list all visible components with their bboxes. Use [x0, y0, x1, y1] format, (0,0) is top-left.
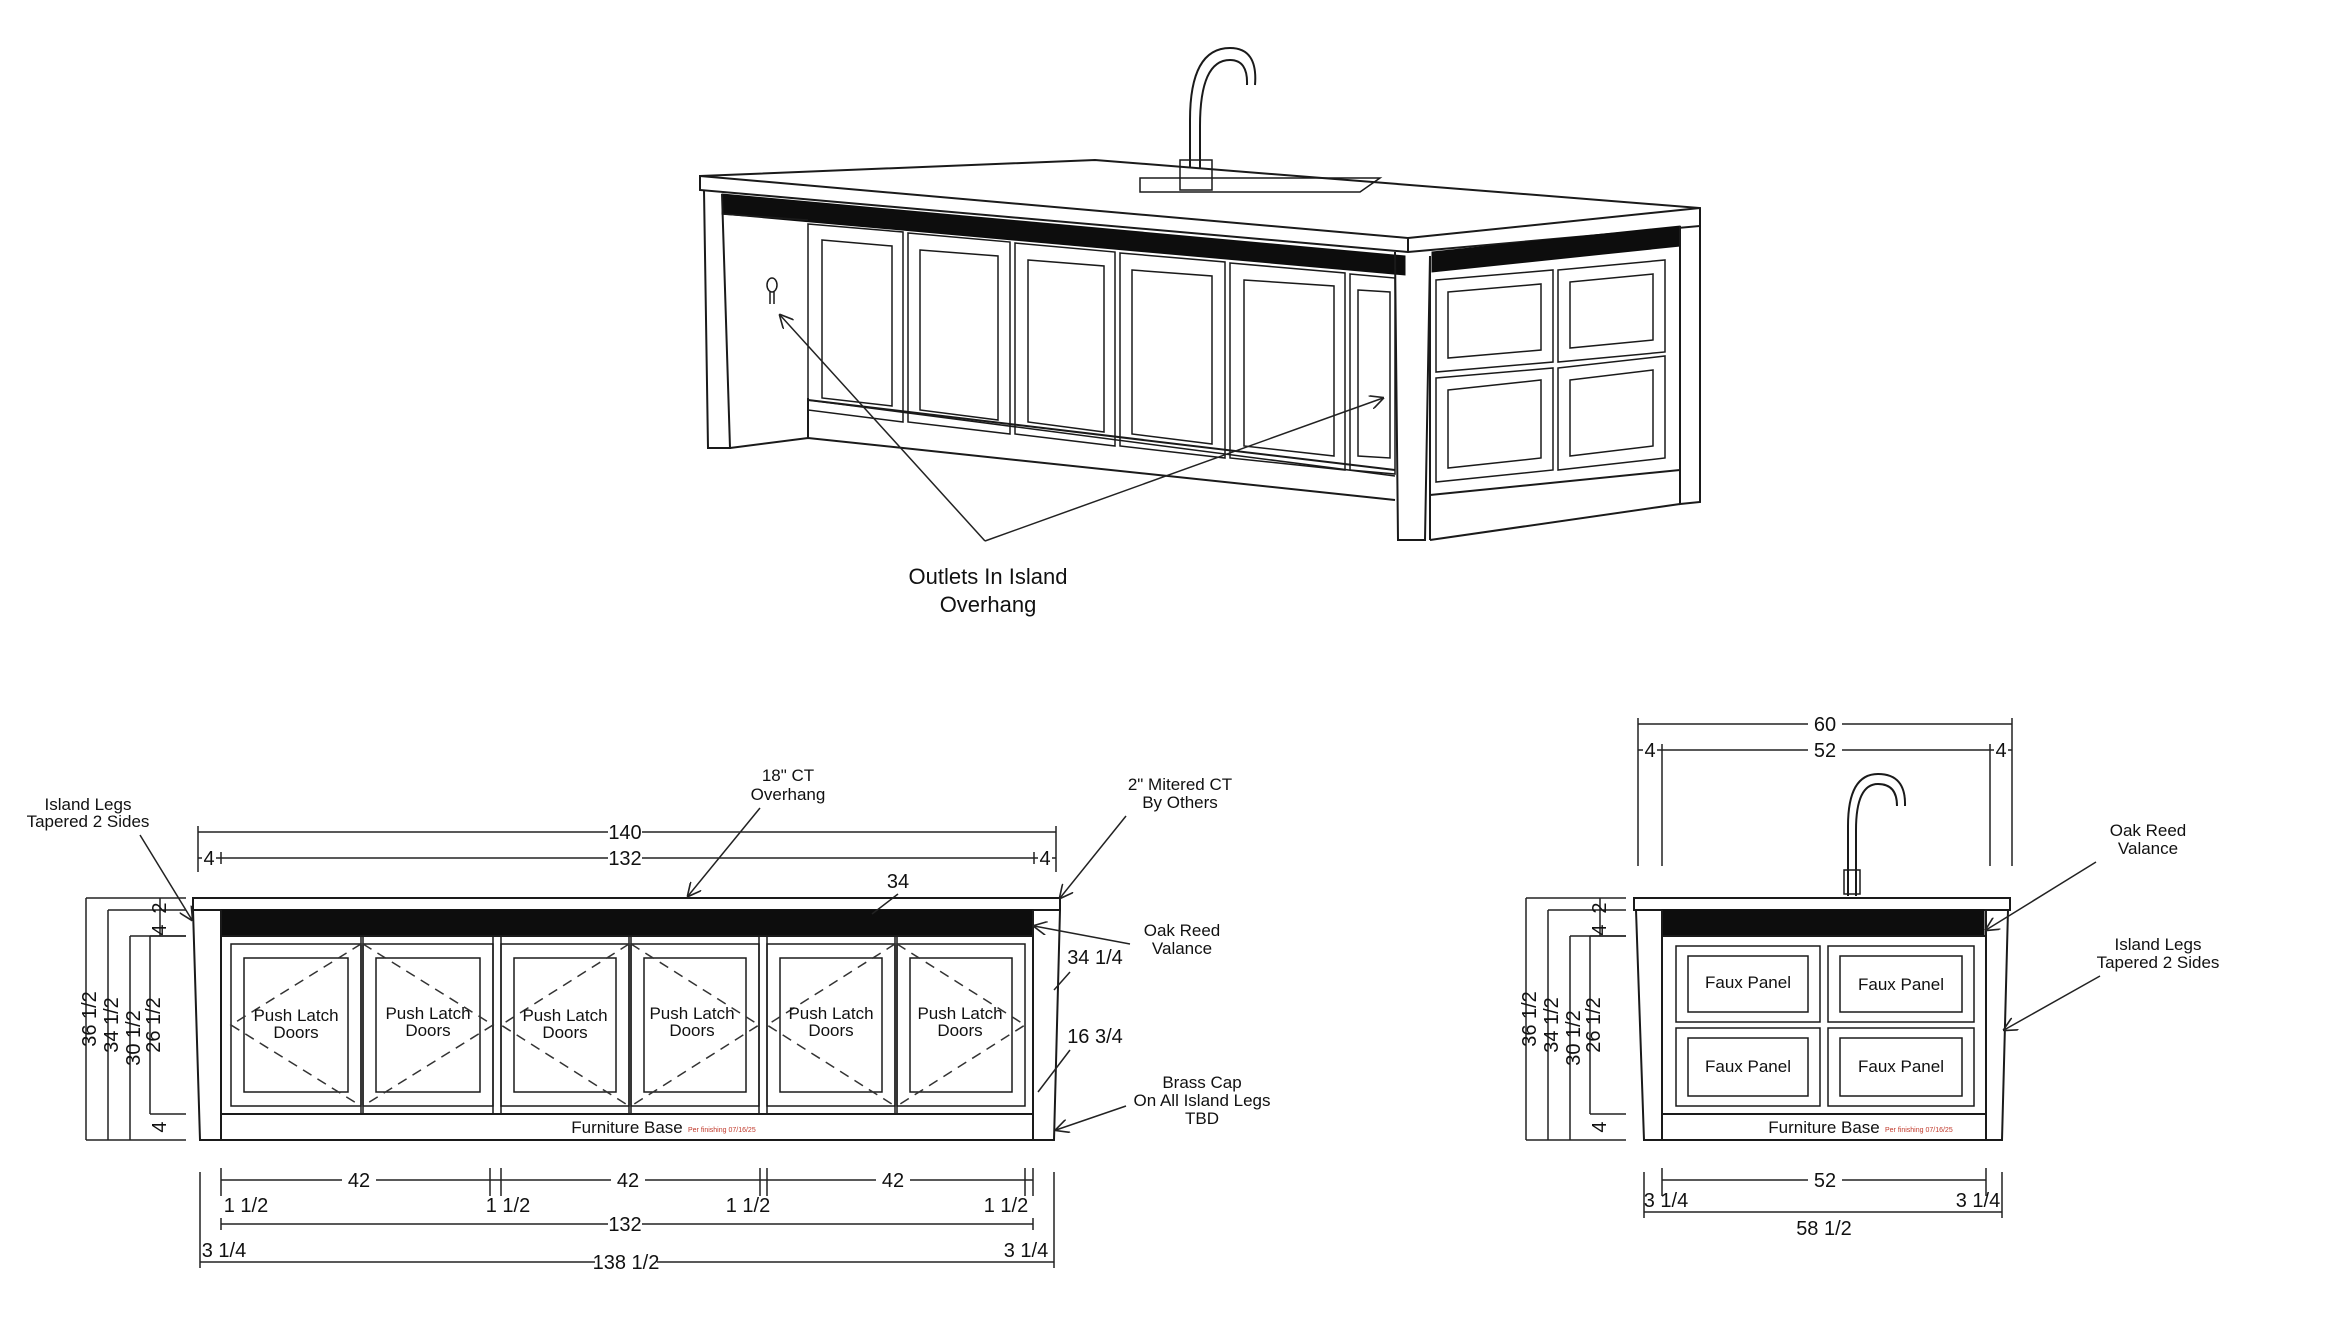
dim-side-bottom-overall: 58 1/2: [1796, 1218, 1852, 1240]
dim-front-h-a: 36 1/2: [79, 991, 101, 1047]
side-faux-panels: [1675, 945, 1975, 1107]
door-label-4: Push Latch: [649, 1004, 734, 1023]
faux-panel-label-4: Faux Panel: [1858, 1057, 1944, 1076]
door-label-6b: Doors: [937, 1021, 982, 1040]
front-valance: [220, 909, 1034, 937]
dim-bay-1: 42: [348, 1170, 370, 1192]
dim-gap-4: 1 1/2: [984, 1195, 1028, 1217]
front-countertop: [192, 897, 1061, 911]
dim-side-bottom-inner: 52: [1814, 1170, 1836, 1192]
dim-front-leg-left: 3 1/4: [202, 1240, 246, 1262]
dim-bay-3: 42: [882, 1170, 904, 1192]
side-base-label: Furniture Base: [1768, 1118, 1880, 1137]
dim-front-right-b: 16 3/4: [1067, 1026, 1123, 1048]
note-brass-1: Brass Cap: [1162, 1073, 1241, 1092]
dim-front-h-b: 34 1/2: [101, 997, 123, 1053]
note-overhang-1: 18" CT: [762, 766, 814, 785]
note-side-valance-2: Valance: [2118, 839, 2178, 858]
dim-side-h-a: 36 1/2: [1519, 991, 1541, 1047]
dim-front-depth: 34: [887, 871, 909, 893]
dim-side-h-top: 2: [1589, 902, 1611, 913]
isometric-short-side-panels: [1435, 259, 1666, 483]
dim-front-h-mid: 4: [149, 924, 171, 935]
note-front-valance-1: Oak Reed: [1144, 921, 1221, 940]
dim-side-overall-top: 60: [1814, 714, 1836, 736]
front-base-label: Furniture Base: [571, 1118, 683, 1137]
door-label-6: Push Latch: [917, 1004, 1002, 1023]
front-base-tag: Per finishing 07/16/25: [688, 1127, 756, 1134]
side-countertop: [1633, 897, 2011, 911]
dim-side-top-left: 4: [1644, 740, 1655, 762]
isometric-view: Outlets In Island Overhang: [699, 46, 1701, 617]
dim-front-top-right: 4: [1039, 848, 1050, 870]
dim-front-overall-top: 140: [608, 822, 641, 844]
faux-panel-label-3: Faux Panel: [1705, 1057, 1791, 1076]
dim-bay-2: 42: [617, 1170, 639, 1192]
door-label-2: Push Latch: [385, 1004, 470, 1023]
dim-side-h-mid: 4: [1589, 924, 1611, 935]
dim-front-h-bot: 4: [149, 1121, 171, 1132]
dim-front-inner-top: 132: [608, 848, 641, 870]
dim-front-bottom-overall: 138 1/2: [593, 1252, 660, 1274]
dim-side-top-right: 4: [1995, 740, 2006, 762]
dim-front-right-a: 34 1/4: [1067, 947, 1123, 969]
front-door-labels: Push Latch Doors Push Latch Doors Push L…: [253, 1004, 1002, 1042]
note-brass-2: On All Island Legs: [1133, 1091, 1270, 1110]
note-overhang-2: Overhang: [751, 785, 826, 804]
note-front-valance-2: Valance: [1152, 939, 1212, 958]
door-label-3b: Doors: [542, 1023, 587, 1042]
door-label-4b: Doors: [669, 1021, 714, 1040]
note-brass-3: TBD: [1185, 1109, 1219, 1128]
door-label-2b: Doors: [405, 1021, 450, 1040]
front-furniture-base: [220, 1113, 1034, 1141]
door-label-1b: Doors: [273, 1023, 318, 1042]
dim-gap-3: 1 1/2: [726, 1195, 770, 1217]
outlet-icon: [766, 277, 778, 304]
note-mitered-2: By Others: [1142, 793, 1218, 812]
sink-icon: [1139, 177, 1383, 193]
outlets-callout-line1: Outlets In Island: [909, 564, 1068, 589]
side-valance: [1661, 909, 1985, 937]
dim-side-h-bot: 4: [1589, 1121, 1611, 1132]
faux-panel-label-1: Faux Panel: [1705, 973, 1791, 992]
dim-gap-1: 1 1/2: [224, 1195, 268, 1217]
outlets-callout-line2: Overhang: [940, 592, 1037, 617]
note-side-legs-2: Tapered 2 Sides: [2097, 953, 2220, 972]
dim-front-h-d: 26 1/2: [143, 997, 165, 1053]
dim-front-bottom-inner: 132: [608, 1214, 641, 1236]
note-side-legs-1: Island Legs: [2115, 935, 2202, 954]
side-faucet-icon: [1847, 772, 1907, 896]
side-elevation: 60 52 4 4 Faux Panel Faux Panel Faux Pan…: [1519, 714, 2219, 1240]
dim-side-leg-right: 3 1/4: [1956, 1190, 2000, 1212]
side-furniture-base: [1661, 1113, 1987, 1141]
note-front-legs-2: Tapered 2 Sides: [27, 812, 150, 831]
front-elevation: 140 132 4 4: [27, 766, 1271, 1274]
dim-front-h-top: 2: [149, 902, 171, 913]
dim-side-h-d: 26 1/2: [1583, 997, 1605, 1053]
dim-front-leg-right: 3 1/4: [1004, 1240, 1048, 1262]
door-label-3: Push Latch: [522, 1006, 607, 1025]
dim-side-h-b: 34 1/2: [1541, 997, 1563, 1053]
faucet-icon: [1189, 46, 1257, 168]
side-base-tag: Per finishing 07/16/25: [1885, 1127, 1953, 1134]
dim-side-leg-left: 3 1/4: [1644, 1190, 1688, 1212]
note-side-valance-1: Oak Reed: [2110, 821, 2187, 840]
note-mitered-1: 2" Mitered CT: [1128, 775, 1232, 794]
note-front-legs-1: Island Legs: [45, 795, 132, 814]
door-label-5b: Doors: [808, 1021, 853, 1040]
door-label-1: Push Latch: [253, 1006, 338, 1025]
dim-front-top-left: 4: [203, 848, 214, 870]
front-doors: [229, 936, 1027, 1114]
door-label-5: Push Latch: [788, 1004, 873, 1023]
faux-panel-label-2: Faux Panel: [1858, 975, 1944, 994]
isometric-long-side-doors: [807, 223, 1396, 477]
dim-side-inner-top: 52: [1814, 740, 1836, 762]
dim-side-h-c: 30 1/2: [1563, 1010, 1585, 1066]
dim-front-h-c: 30 1/2: [123, 1010, 145, 1066]
dim-gap-2: 1 1/2: [486, 1195, 530, 1217]
